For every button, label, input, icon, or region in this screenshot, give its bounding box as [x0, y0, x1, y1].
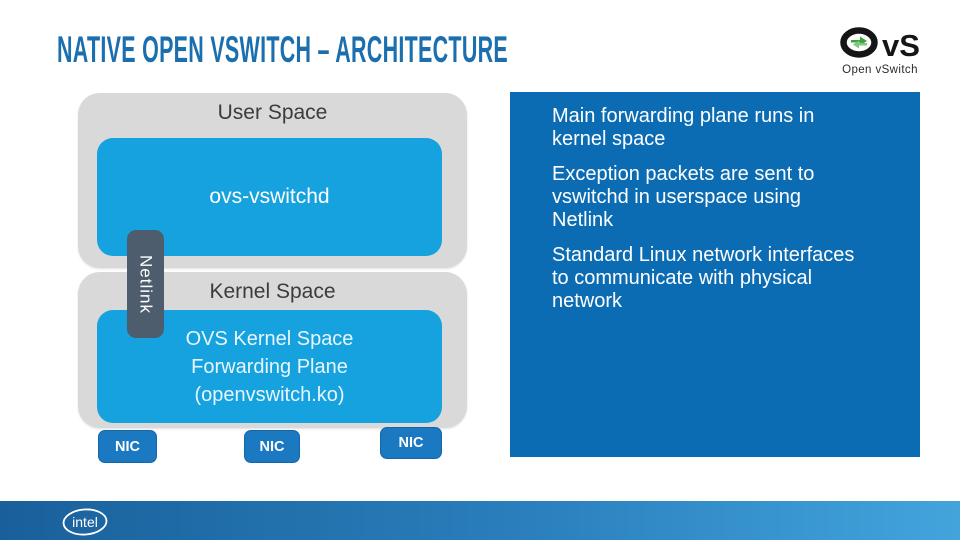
nic-label: NIC [259, 438, 285, 455]
nic-label: NIC [115, 438, 140, 455]
intel-logo-text: intel [72, 514, 98, 530]
ovs-logo-text: vS [882, 27, 920, 63]
nic-label: NIC [398, 435, 424, 451]
ovs-logo-caption: Open vSwitch [842, 64, 918, 76]
ovs-logo: vS Open vSwitch [836, 27, 924, 76]
info-line: Netlink [552, 209, 614, 231]
info-line: Exception packets are sent to [552, 163, 815, 185]
info-panel: Main forwarding plane runs in kernel spa… [510, 92, 920, 457]
user-space-label: User Space [217, 101, 328, 124]
netlink-label: Netlink [136, 254, 156, 314]
info-line: vswitchd in userspace using [552, 186, 802, 208]
info-line: Standard Linux network interfaces [552, 244, 855, 266]
info-paragraph: Exception packets are sent to vswitchd i… [552, 163, 902, 232]
ovs-kernel-line: (openvswitch.ko) [194, 383, 345, 406]
info-paragraph: Main forwarding plane runs in kernel spa… [552, 105, 902, 151]
info-paragraph: Standard Linux network interfaces to com… [552, 244, 902, 313]
intel-logo: intel [62, 508, 108, 541]
ovs-o-arrows-icon [840, 27, 880, 63]
info-line: network [552, 290, 623, 312]
footer-bar [0, 501, 960, 540]
ovs-kernel-line: Forwarding Plane [191, 355, 348, 378]
info-line: kernel space [552, 128, 666, 150]
ovs-kernel-line: OVS Kernel Space [185, 327, 354, 350]
slide-title: NATIVE OPEN VSWITCH – ARCHITECTURE [57, 29, 509, 70]
kernel-space-label: Kernel Space [209, 280, 336, 303]
nic-box: NIC [244, 430, 300, 463]
info-line: Main forwarding plane runs in [552, 105, 815, 127]
info-line: to communicate with physical [552, 267, 813, 289]
netlink-tab: Netlink [127, 230, 164, 338]
nic-box: NIC [380, 427, 442, 459]
nic-box: NIC [98, 430, 157, 463]
vswitchd-label: ovs-vswitchd [209, 185, 330, 208]
